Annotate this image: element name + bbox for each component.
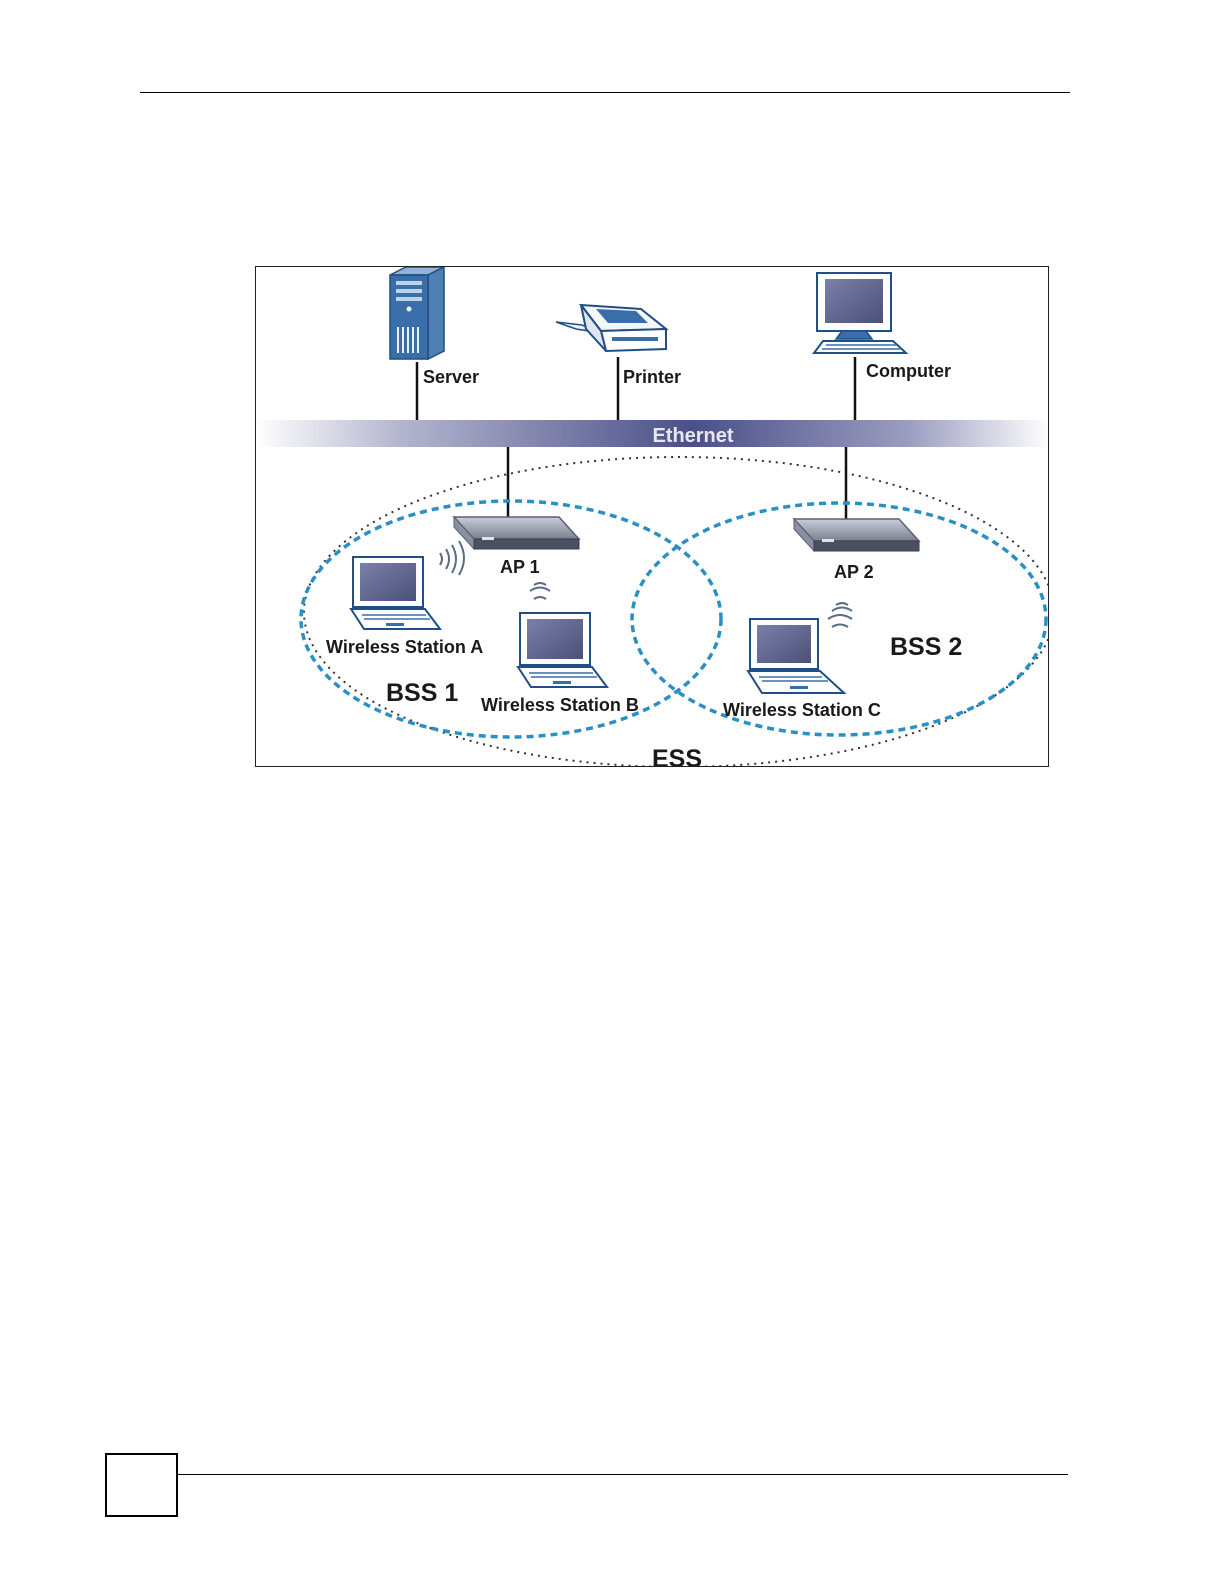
network-diagram: Ethernet Server <box>255 266 1049 767</box>
computer-icon <box>812 272 909 354</box>
server-label: Server <box>423 367 479 387</box>
laptop-icon <box>516 612 609 688</box>
signal-icon <box>439 540 465 576</box>
laptop-icon <box>349 556 442 630</box>
ess-ring <box>303 456 1048 766</box>
header-rule <box>140 92 1070 93</box>
bss2-ring <box>630 501 1048 737</box>
page-number-box <box>105 1453 178 1517</box>
computer-label: Computer <box>866 361 951 381</box>
ethernet-bar <box>256 420 1048 447</box>
station-a-label: Wireless Station A <box>326 637 483 657</box>
bss1-ring <box>299 499 723 739</box>
bss1-label: BSS 1 <box>386 679 458 707</box>
laptop-icon <box>746 618 847 694</box>
footer-rule <box>178 1474 1068 1475</box>
ap1-label: AP 1 <box>500 557 540 577</box>
signal-icon <box>529 582 551 600</box>
ethernet-label: Ethernet <box>652 425 733 447</box>
ap1-device-icon <box>452 515 581 551</box>
ess-label: ESS <box>652 745 702 767</box>
ap2-device-icon <box>792 517 921 553</box>
station-c-label: Wireless Station C <box>723 700 881 720</box>
signal-icon <box>827 602 853 628</box>
bss2-label: BSS 2 <box>890 633 962 661</box>
network-diagram-canvas: Ethernet Server <box>256 267 1048 767</box>
server-icon <box>389 267 445 361</box>
printer-label: Printer <box>623 367 681 387</box>
station-b-label: Wireless Station B <box>481 695 639 715</box>
printer-icon <box>555 303 669 353</box>
ap2-label: AP 2 <box>834 562 874 582</box>
